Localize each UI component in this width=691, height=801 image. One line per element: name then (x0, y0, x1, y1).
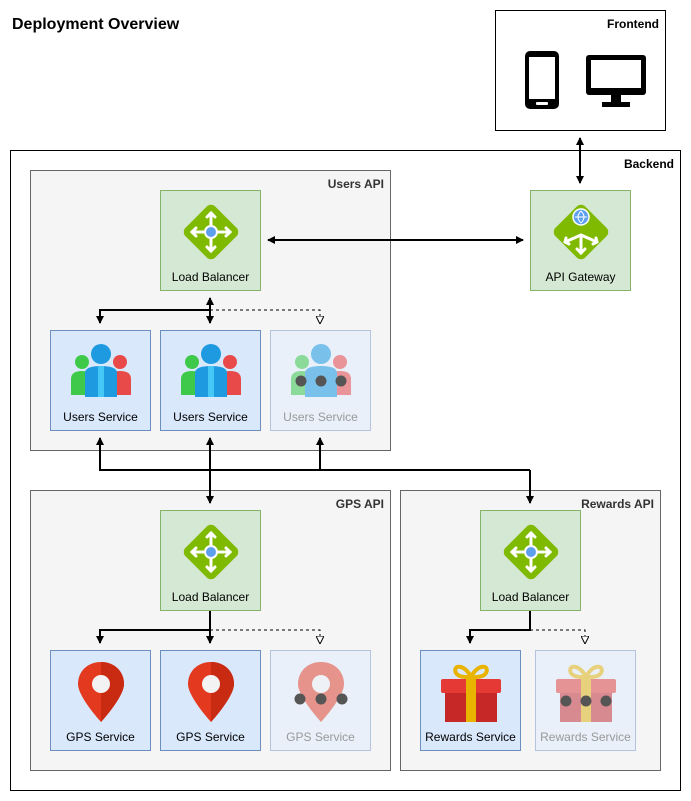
gps-service-1[interactable]: GPS Service (50, 650, 151, 751)
rewards-api-label: Rewards API (581, 497, 654, 511)
gps-load-balancer[interactable]: Load Balancer (160, 510, 261, 611)
service-label: GPS Service (176, 730, 245, 744)
desktop-monitor-icon (586, 55, 646, 107)
frontend-box: Frontend (495, 10, 666, 131)
rewards-service-1[interactable]: Rewards Service (420, 650, 521, 751)
gps-service-2[interactable]: GPS Service (160, 650, 261, 751)
rewards-load-balancer[interactable]: Load Balancer (480, 510, 581, 611)
mobile-phone-icon (525, 51, 559, 109)
service-label: Rewards Service (425, 730, 516, 744)
api-gateway-icon (553, 204, 608, 260)
api-gateway-node[interactable]: API Gateway (530, 190, 631, 291)
map-pin-icon (77, 662, 124, 722)
edge-users-lb-svc1 (96, 309, 210, 324)
service-label: Users Service (283, 410, 358, 424)
diagram-title: Deployment Overview (12, 16, 180, 33)
users-load-balancer[interactable]: Load Balancer (160, 190, 261, 291)
service-label: Rewards Service (540, 730, 631, 744)
load-balancer-icon (183, 524, 238, 580)
map-pin-icon (297, 662, 344, 722)
map-pin-icon (187, 662, 234, 722)
users-api-label: Users API (327, 177, 384, 191)
rewards-service-2-inactive[interactable]: Rewards Service (535, 650, 636, 751)
users-service-2[interactable]: Users Service (160, 330, 261, 431)
load-balancer-icon (183, 204, 238, 260)
load-balancer-icon (503, 524, 558, 580)
service-label: Users Service (63, 410, 138, 424)
pending-dots-icon (560, 695, 611, 707)
pending-dots-icon (294, 693, 347, 705)
backend-label: Backend (623, 157, 674, 171)
gift-box-icon (440, 664, 501, 722)
edge-users-lb-svc3-dashed (210, 309, 320, 323)
load-balancer-label: Load Balancer (491, 590, 570, 604)
edge-rewards-lb-svc1 (466, 610, 531, 644)
users-group-icon (70, 344, 131, 397)
gps-service-3-inactive[interactable]: GPS Service (270, 650, 371, 751)
pending-dots-icon (295, 375, 346, 387)
users-service-1[interactable]: Users Service (50, 330, 151, 431)
gps-api-label: GPS API (335, 497, 384, 511)
users-group-icon (180, 344, 241, 397)
users-service-3-inactive[interactable]: Users Service (270, 330, 371, 431)
load-balancer-label: Load Balancer (171, 590, 250, 604)
edge-rewards-lb-svc2-dashed (530, 629, 585, 643)
edge-gps-lb-svc3-dashed (210, 629, 320, 643)
service-label: GPS Service (286, 730, 355, 744)
frontend-label: Frontend (607, 17, 659, 31)
load-balancer-label: Load Balancer (171, 270, 250, 284)
api-gateway-label: API Gateway (545, 270, 616, 284)
edge-gps-lb-svc1 (96, 610, 211, 644)
edge-users-svc1-bus (96, 437, 530, 471)
service-label: Users Service (173, 410, 248, 424)
service-label: GPS Service (66, 730, 135, 744)
